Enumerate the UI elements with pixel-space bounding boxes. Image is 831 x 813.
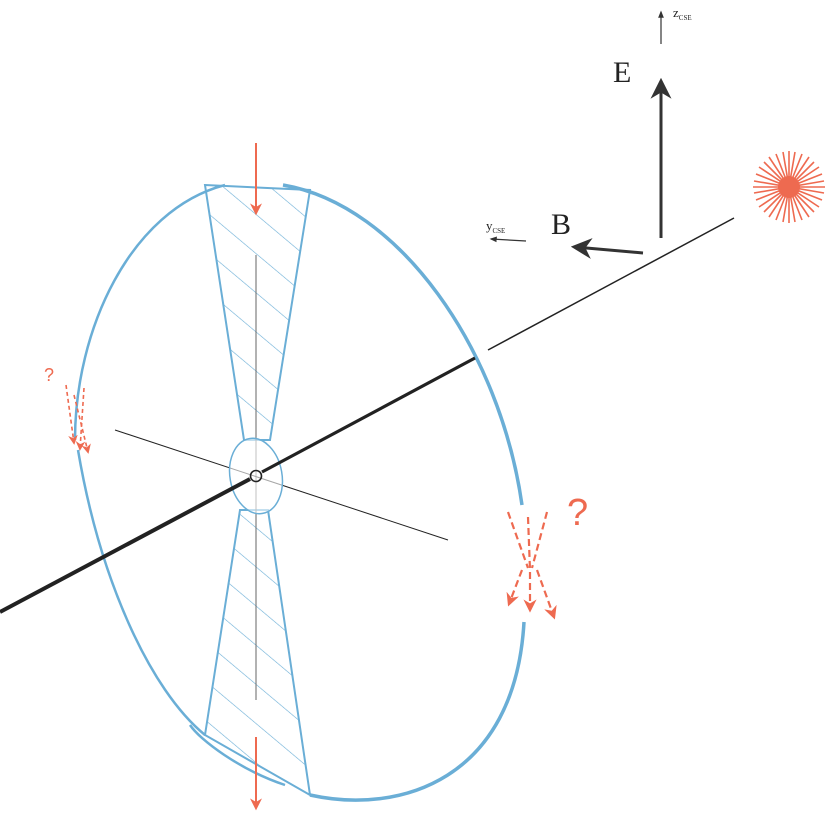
z-axis-label: zCSE bbox=[673, 5, 692, 22]
field-ring bbox=[73, 183, 526, 802]
b-field-label: B bbox=[551, 208, 571, 241]
center-ellipse bbox=[228, 437, 284, 515]
y-axis-label: yCSE bbox=[486, 218, 505, 235]
e-field-label: E bbox=[613, 56, 631, 89]
sun-earth-line bbox=[0, 217, 735, 614]
left-uncertain-flow bbox=[65, 384, 91, 454]
right-uncertain-flow bbox=[506, 511, 557, 620]
b-field-arrow bbox=[570, 238, 644, 259]
center-dot bbox=[249, 469, 263, 483]
right-question-mark: ? bbox=[567, 492, 588, 534]
left-question-mark: ? bbox=[44, 365, 54, 385]
upper-sheet bbox=[203, 183, 312, 441]
sun-icon bbox=[753, 151, 825, 223]
y-axis-arrow bbox=[489, 236, 527, 243]
